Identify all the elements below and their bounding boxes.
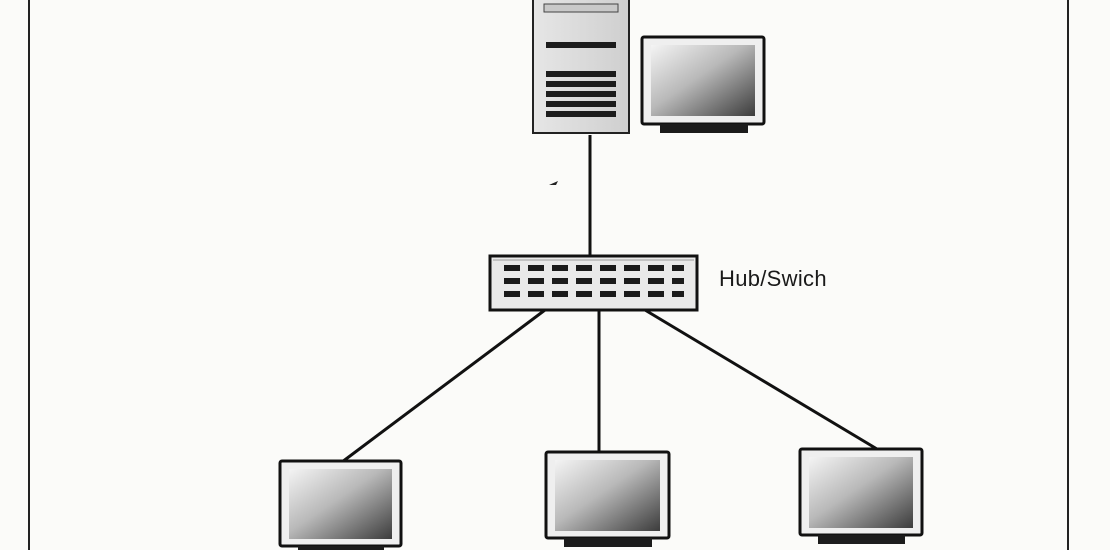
- server-monitor-icon: [640, 35, 766, 133]
- connection-links: [341, 135, 883, 464]
- scan-speck: [549, 181, 558, 185]
- client-1-monitor-icon: [278, 459, 403, 550]
- server-tower-icon: [532, 0, 630, 134]
- client-3-monitor-icon: [798, 447, 924, 544]
- link-hub-client-3: [644, 308, 883, 454]
- client-2-monitor-icon: [544, 450, 671, 547]
- hub-switch-icon: [488, 254, 699, 312]
- hub-switch-label: Hub/Swich: [719, 266, 827, 291]
- link-hub-client-1: [341, 308, 546, 464]
